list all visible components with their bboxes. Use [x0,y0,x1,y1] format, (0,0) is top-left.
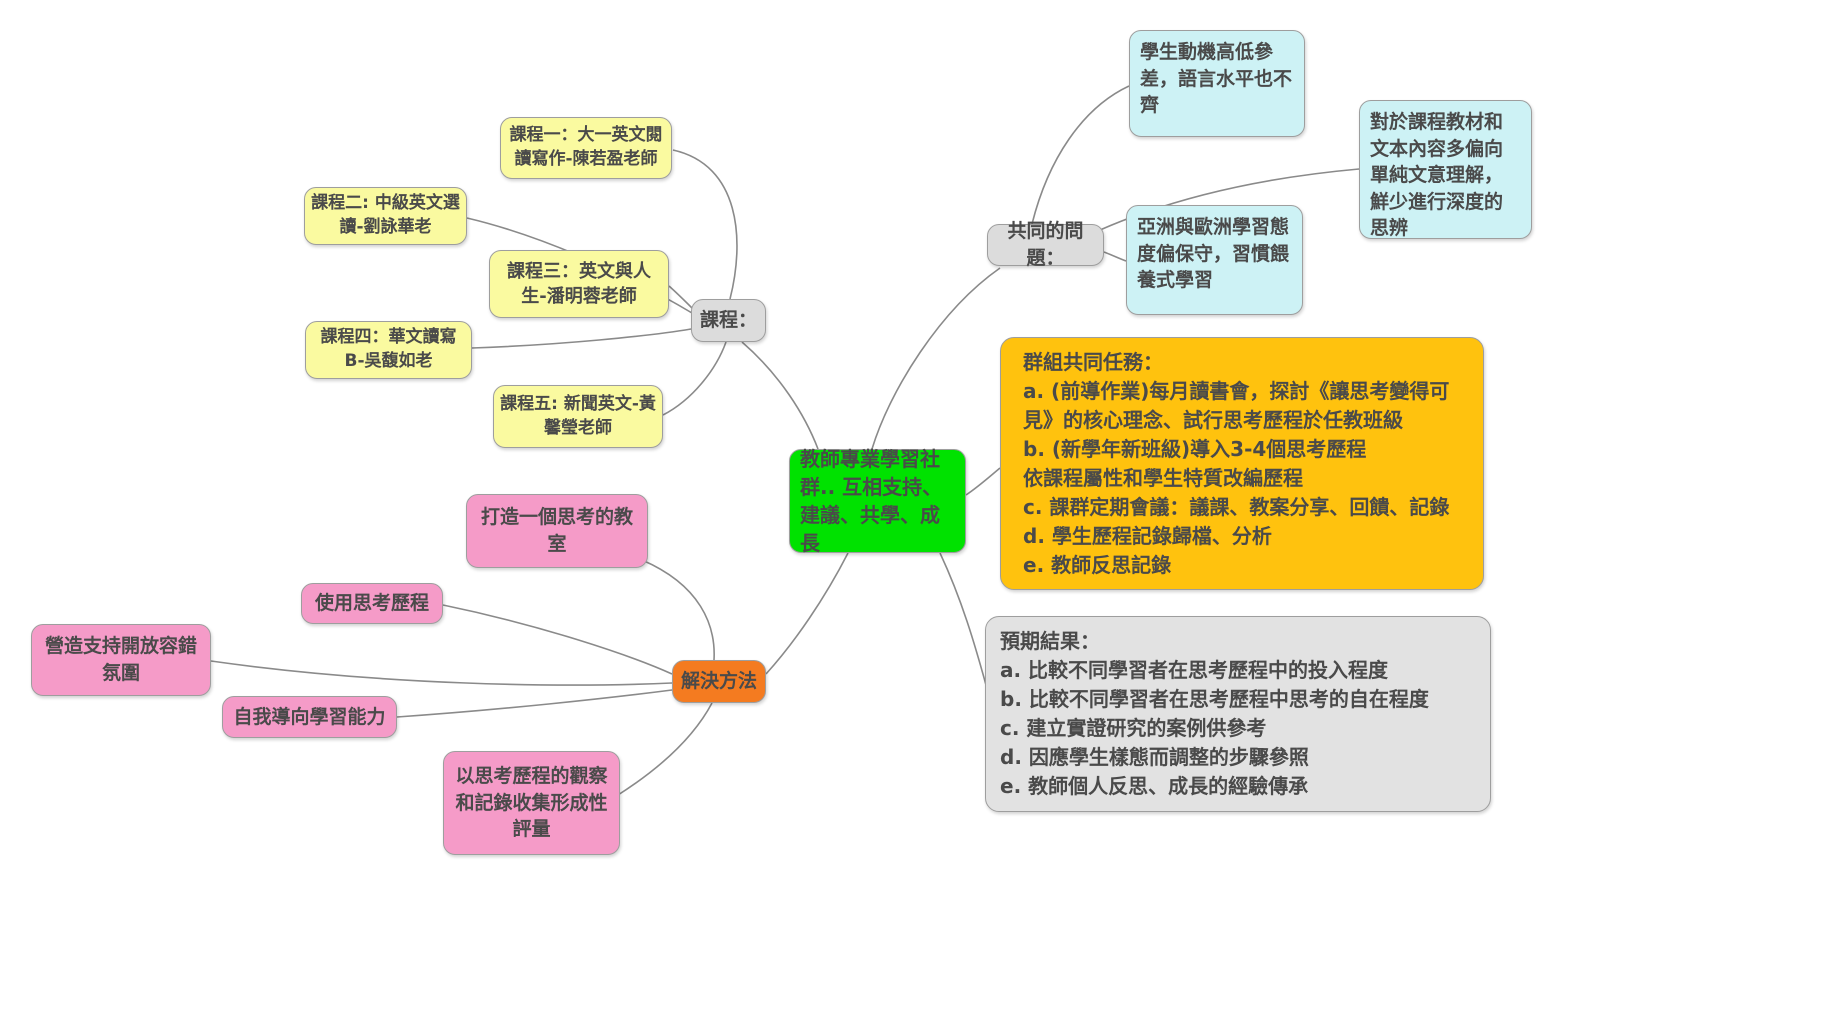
results-line-d: d. 因應學生樣態而調整的步驟參照 [1000,745,1309,769]
edge-courses-course4 [471,328,692,349]
results-line-a: a. 比較不同學習者在思考歷程中的投入程度 [1000,658,1389,682]
results-title: 預期結果： [1000,629,1100,653]
edge-solutions-pink1 [641,559,715,661]
course-node-2[interactable]: 課程二: 中級英文選讀-劉詠華老 [304,187,467,245]
course-node-4[interactable]: 課程四：華文讀寫B-吳馥如老 [305,321,472,379]
tasks-line-e: e. 教師反思記錄 [1023,553,1172,577]
edge-center-problems [871,267,1001,450]
tasks-line-c: c. 課群定期會議：議課、教案分享、回饋、記錄 [1023,495,1450,519]
tasks-line-d: d. 學生歷程記錄歸檔、分析 [1023,524,1272,548]
course-node-1[interactable]: 課程一：大一英文閱讀寫作-陳若盈老師 [500,117,672,179]
edge-center-results [939,552,987,686]
edge-center-tasks [965,467,1001,496]
solution-node-1[interactable]: 打造一個思考的教室 [466,494,648,568]
solution-node-2[interactable]: 使用思考歷程 [301,583,443,624]
edge-courses-course3 [668,285,694,310]
problem-node-1[interactable]: 學生動機高低參差，語言水平也不齊 [1129,30,1305,137]
problem-node-3[interactable]: 亞洲與歐洲學習態度偏保守，習慣餵養式學習 [1126,205,1303,315]
edge-problems-cyan1 [1031,85,1130,225]
courses-hub-node[interactable]: 課程： [691,299,766,342]
edge-center-solutions [765,552,849,675]
edge-solutions-pink4 [396,689,673,718]
results-box[interactable]: 預期結果： a. 比較不同學習者在思考歷程中的投入程度 b. 比較不同學習者在思… [985,616,1491,812]
tasks-line-a: a. (前導作業)每月讀書會，探討《讓思考變得可見》的核心理念、試行思考歷程於任… [1023,379,1450,432]
tasks-title: 群組共同任務： [1023,350,1163,374]
edge-courses-course1 [672,149,738,300]
solution-node-5[interactable]: 以思考歷程的觀察和記錄收集形成性評量 [443,751,620,855]
edge-solutions-pink5 [617,702,713,796]
problem-node-2[interactable]: 對於課程教材和文本內容多偏向單純文意理解，鮮少進行深度的思辨 [1359,100,1532,239]
solution-node-3[interactable]: 營造支持開放容錯氛圍 [31,624,211,696]
results-line-b: b. 比較不同學習者在思考歷程中思考的自在程度 [1000,687,1429,711]
tasks-line-b2: 依課程屬性和學生特質改編歷程 [1023,466,1303,490]
edge-solutions-pink3 [210,660,673,686]
tasks-line-b: b. (新學年新班級)導入3-4個思考歷程 [1023,437,1367,461]
edge-problems-cyan3 [1103,251,1127,262]
solutions-hub-node[interactable]: 解決方法 [672,660,766,703]
problems-hub-node[interactable]: 共同的問題： [987,220,1104,269]
results-line-e: e. 教師個人反思、成長的經驗傳承 [1000,774,1309,798]
edge-solutions-pink2 [442,604,673,675]
course-node-5[interactable]: 課程五: 新聞英文-黃馨瑩老師 [493,385,663,448]
center-node[interactable]: 教師專業學習社群.. 互相支持、建議、共學、成長 [789,447,966,555]
results-line-c: c. 建立實證研究的案例供參考 [1000,716,1267,740]
edge-courses-center [741,341,819,450]
solution-node-4[interactable]: 自我導向學習能力 [222,696,397,738]
tasks-box[interactable]: 群組共同任務： a. (前導作業)每月讀書會，探討《讓思考變得可見》的核心理念、… [1000,337,1484,590]
course-node-3[interactable]: 課程三：英文與人生-潘明蓉老師 [489,250,669,318]
edge-courses-course5 [662,341,727,416]
